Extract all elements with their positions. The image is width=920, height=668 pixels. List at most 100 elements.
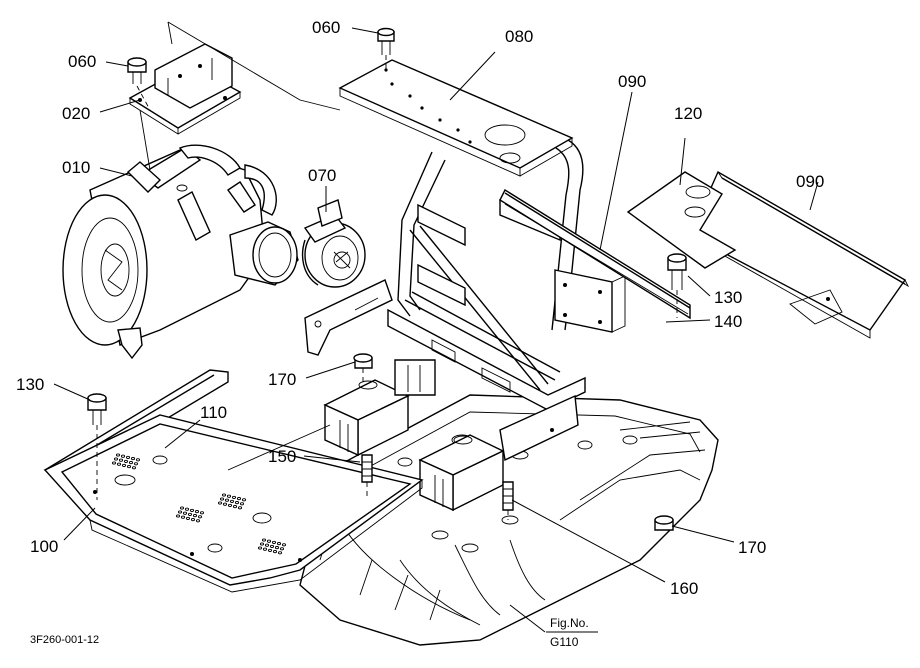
perforation-hole [281, 543, 287, 547]
perforation-hole [135, 458, 141, 462]
bolt-130-left [87, 393, 107, 425]
callout-070: 070 [308, 166, 336, 185]
bracket-020 [128, 43, 242, 135]
perforation-hole [194, 510, 200, 514]
perforation-hole [192, 514, 198, 518]
perforation-hole [115, 453, 121, 457]
perforation-hole [125, 455, 131, 459]
perforation-hole [113, 457, 119, 461]
perforation-hole [199, 511, 205, 515]
callout-090-right: 090 [796, 172, 824, 191]
perforation-hole [231, 495, 237, 499]
nut-170-right [654, 515, 674, 531]
callout-100: 100 [30, 537, 58, 556]
callout-060-left: 060 [68, 52, 96, 71]
perforation-hole [123, 459, 129, 463]
perforation-hole [236, 497, 242, 501]
perforation-hole [118, 458, 124, 462]
perforation-hole [271, 540, 277, 544]
perforation-hole [189, 508, 195, 512]
callout-130-left: 130 [16, 375, 44, 394]
rail-090-left [499, 189, 691, 320]
bolt-130-right [667, 253, 687, 290]
perforation-hole [182, 511, 188, 515]
air-cleaner-010 [62, 144, 299, 360]
perforation-hole [266, 539, 272, 543]
drawing-code: 3F260-001-12 [30, 634, 99, 646]
assembly-lines [96, 21, 678, 520]
cover-plate-holes [111, 453, 287, 555]
perforation-hole [221, 493, 227, 497]
perforation-hole [121, 463, 127, 467]
perforation-hole [133, 462, 139, 466]
figure-number: G110 [550, 635, 579, 649]
perforation-hole [232, 505, 238, 509]
perforation-hole [269, 544, 275, 548]
perforation-hole [197, 515, 203, 519]
oil-pan [299, 394, 719, 646]
perforation-hole [219, 497, 225, 501]
perforation-hole [276, 542, 282, 546]
callout-labels: 060 060 020 010 070 080 090 120 090 130 … [16, 18, 824, 598]
cover-plate-100 [43, 414, 424, 593]
perforation-hole [239, 502, 245, 506]
perforation-hole [128, 461, 134, 465]
nut-170-top [353, 353, 373, 369]
perforation-hole [175, 514, 181, 518]
perforation-hole [234, 501, 240, 505]
callout-080: 080 [505, 27, 533, 46]
perforation-hole [226, 494, 232, 498]
callout-090-left: 090 [618, 72, 646, 91]
perforation-hole [227, 503, 233, 507]
perforation-hole [179, 506, 185, 510]
perforation-hole [274, 546, 280, 550]
perforation-hole [272, 550, 278, 554]
perforation-hole [130, 457, 136, 461]
figure-label: Fig.No. [550, 616, 589, 630]
figure-reference: Fig.No. G110 [546, 616, 598, 649]
perforation-hole [187, 512, 193, 516]
perforation-hole [267, 548, 273, 552]
callout-160: 160 [670, 579, 698, 598]
callout-120: 120 [674, 104, 702, 123]
bolt-060-left [127, 57, 147, 84]
perforation-hole [120, 454, 126, 458]
perforation-hole [177, 510, 183, 514]
plate-120 [626, 171, 737, 269]
perforation-hole [184, 507, 190, 511]
callout-130-right: 130 [714, 288, 742, 307]
perforation-hole [126, 465, 132, 469]
perforation-hole [279, 547, 285, 551]
perforation-hole [229, 499, 235, 503]
callout-140: 140 [714, 312, 742, 331]
callout-020: 020 [62, 104, 90, 123]
callout-170-top: 170 [268, 370, 296, 389]
perforation-hole [111, 461, 117, 465]
mount-blocks [323, 359, 505, 512]
perforation-hole [241, 498, 247, 502]
callout-150: 150 [268, 447, 296, 466]
perforation-hole [217, 501, 223, 505]
perforation-hole [262, 547, 268, 551]
perforation-hole [264, 543, 270, 547]
callout-170-right: 170 [738, 538, 766, 557]
perforation-hole [190, 518, 196, 522]
perforation-hole [180, 515, 186, 519]
leader-lines [53, 27, 819, 633]
perforation-hole [237, 506, 243, 510]
perforation-hole [277, 551, 283, 555]
perforation-hole [195, 519, 201, 523]
callout-060-top: 060 [312, 18, 340, 37]
frame-080 [304, 59, 626, 462]
perforation-hole [257, 546, 263, 550]
perforation-hole [185, 516, 191, 520]
callout-010: 010 [62, 158, 90, 177]
callout-110: 110 [200, 403, 227, 422]
perforation-hole [259, 542, 265, 546]
perforation-hole [222, 502, 228, 506]
stud-150 [361, 454, 373, 483]
perforation-hole [116, 462, 122, 466]
stud-160 [502, 481, 514, 511]
bolt-060-top [377, 27, 395, 55]
